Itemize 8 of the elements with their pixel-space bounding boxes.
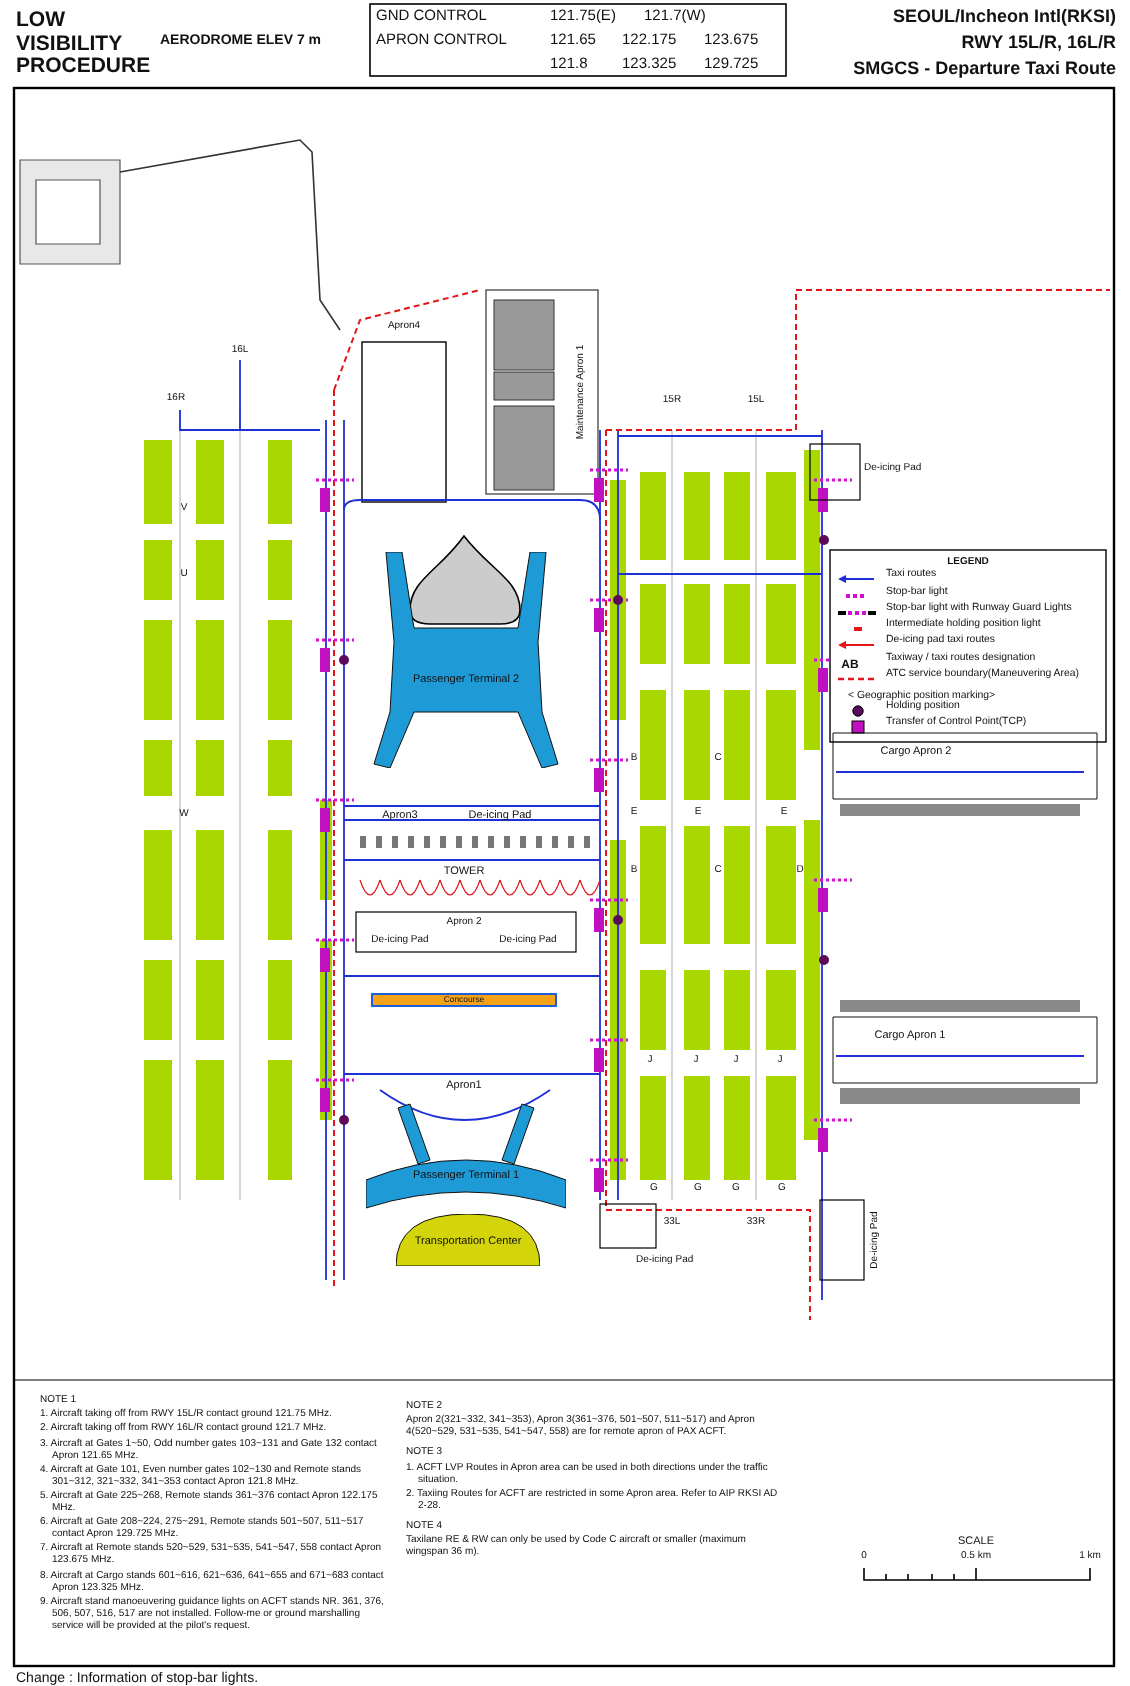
cargo-apron-area bbox=[832, 1016, 1098, 1084]
chart-title: SMGCS - Departure Taxi Route bbox=[853, 60, 1116, 80]
chart-title: SEOUL/Incheon Intl(RKSI) bbox=[893, 8, 1116, 28]
chart-heading: LOW VISIBILITY PROCEDURE bbox=[16, 10, 148, 80]
cargo-apron-area bbox=[832, 732, 1098, 800]
transportation-center-building bbox=[396, 1214, 540, 1266]
chart-title: RWY 15L/R, 16L/R bbox=[961, 34, 1116, 54]
terminal-building bbox=[370, 552, 562, 768]
